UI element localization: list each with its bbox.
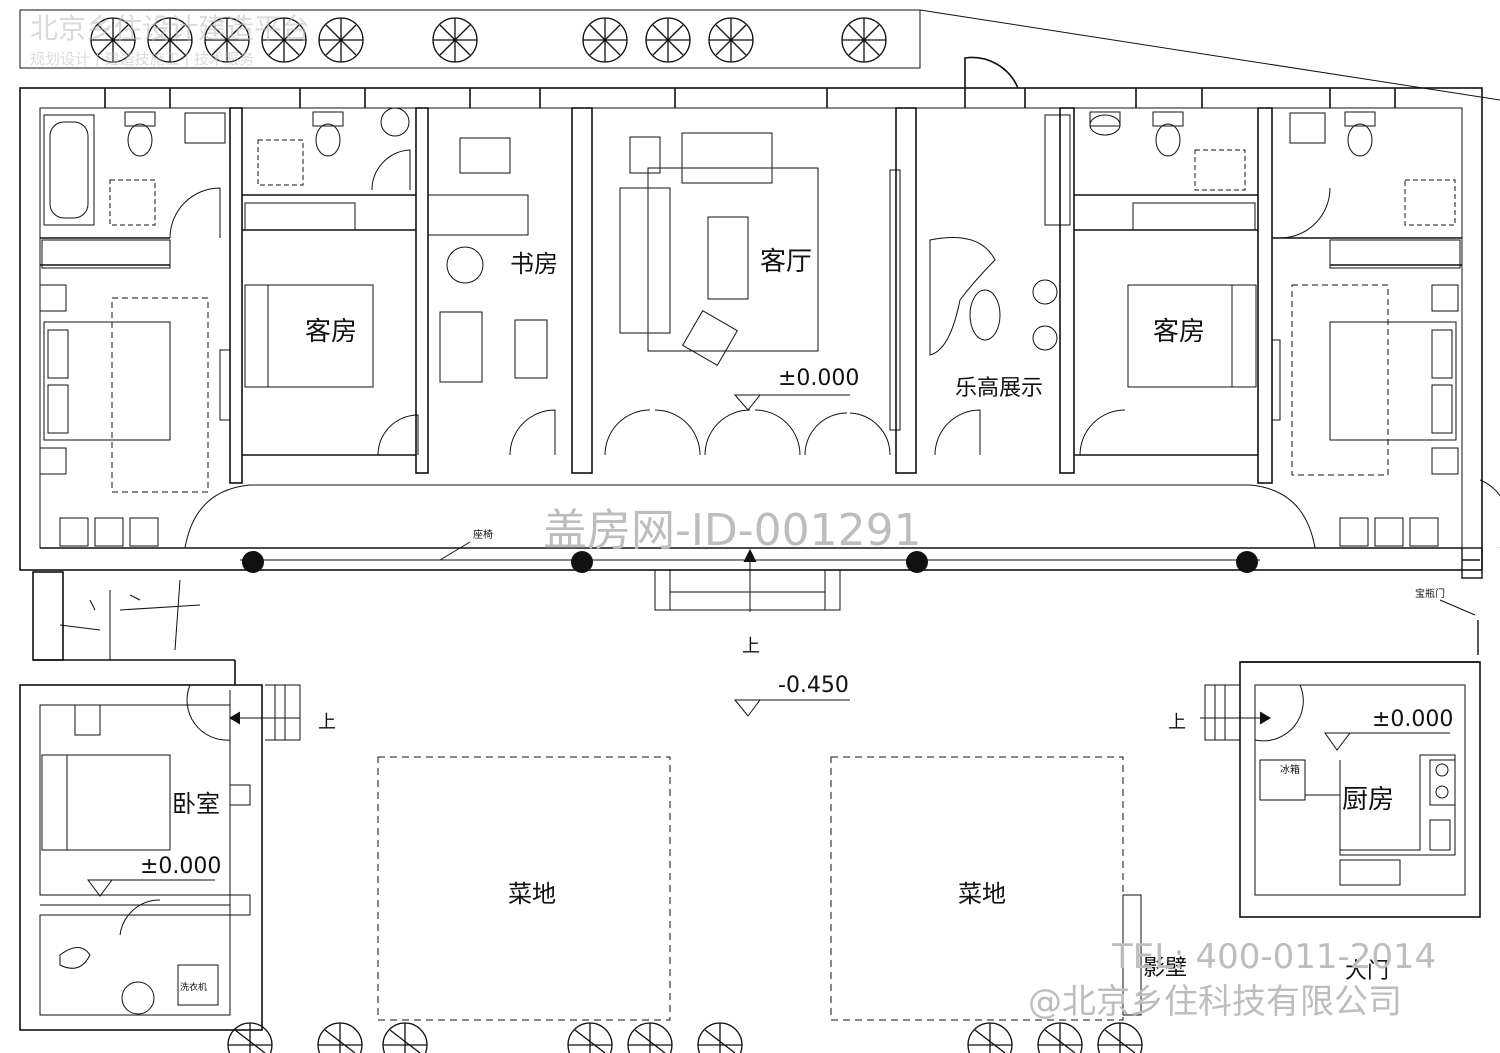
label-fridge: 冰箱 [1280, 763, 1300, 776]
room-label-kitchen: 厨房 [1342, 785, 1394, 815]
garden-plot-left [377, 756, 671, 1021]
walls [19, 56, 1483, 611]
room-label-garden-east: 菜地 [958, 880, 1006, 908]
garden-plot-right [830, 756, 1124, 1021]
squat-toilet-icon [59, 947, 91, 969]
side-table-icon [629, 136, 661, 174]
toilet-icon [312, 111, 344, 157]
tree-icon [382, 1022, 428, 1053]
sofa-icon [439, 311, 483, 383]
bed-icon [41, 754, 171, 851]
room-label-guest-west: 客房 [305, 317, 357, 347]
furniture [39, 107, 1461, 547]
tree-icon [967, 1022, 1013, 1053]
sofa-icon [681, 132, 773, 184]
column-2 [571, 551, 593, 573]
column-3 [906, 551, 928, 573]
tree-icon [261, 17, 307, 63]
watermark-company: @北京乡住科技有限公司 [1028, 982, 1402, 1022]
sink-icon [1289, 112, 1326, 144]
label-washer: 洗衣机 [180, 981, 207, 993]
tree-icon [318, 17, 364, 63]
stove-icon [1429, 759, 1456, 806]
room-label-bedroom: 卧室 [172, 790, 220, 818]
bathtub-icon [43, 114, 95, 226]
tree-icon [432, 17, 478, 63]
tree-icon [567, 1022, 613, 1053]
east-wing [1204, 661, 1481, 918]
armchair-icon [681, 309, 739, 367]
label-main-gate: 大门 [1345, 959, 1389, 984]
fridge-icon [1259, 759, 1306, 801]
chair-icon [74, 704, 101, 736]
tree-icon [1097, 1022, 1143, 1053]
toilet-icon [124, 111, 156, 157]
washer-icon [177, 964, 219, 1006]
toilet-icon [1344, 111, 1376, 157]
tree-icon [317, 1022, 363, 1053]
label-up-east: 上 [1168, 712, 1186, 733]
column-4 [1236, 551, 1258, 573]
screen-wall-shape [1122, 894, 1142, 1016]
tree-icon [645, 17, 691, 63]
tree-icon [204, 17, 250, 63]
level-kitchen: ±0.000 [1372, 707, 1453, 732]
room-label-garden-west: 菜地 [508, 880, 556, 908]
bed-icon [244, 284, 374, 388]
tree-icon [582, 17, 628, 63]
label-vase-door: 宝瓶门 [1415, 587, 1445, 600]
site-boundary-line [919, 9, 1500, 101]
tree-icon [90, 17, 136, 63]
room-label-lego: 乐高展示 [955, 376, 1043, 401]
tree-icon [708, 17, 754, 63]
level-living: ±0.000 [778, 366, 859, 391]
east-gate [1461, 479, 1500, 655]
sink-icon [380, 107, 410, 137]
column-1 [242, 551, 264, 573]
tree-row-bottom [227, 1022, 1143, 1053]
tree-icon [697, 1022, 743, 1053]
columns [242, 551, 1258, 573]
tree-row-top [19, 9, 921, 69]
level-courtyard: -0.450 [778, 673, 849, 698]
label-bench: 座椅 [473, 528, 493, 541]
sink-icon [1339, 859, 1401, 886]
bed-icon [1127, 284, 1257, 388]
chair-icon [446, 246, 484, 284]
level-bedroom: ±0.000 [140, 854, 221, 879]
south-bedroom-furniture [41, 704, 219, 1015]
annotations [87, 394, 1476, 897]
sofa-icon [619, 187, 671, 334]
tree-icon [841, 17, 887, 63]
room-label-study: 书房 [510, 250, 558, 278]
bed-icon [43, 321, 171, 441]
watermark-brand: 北京乡住设计建造平台 [30, 12, 310, 45]
tree-icon [147, 17, 193, 63]
west-wing [19, 571, 301, 1031]
tree-icon [1037, 1022, 1083, 1053]
room-label-guest-east: 客房 [1153, 317, 1205, 347]
chair-icon [459, 137, 511, 174]
tree-icon [227, 1022, 273, 1053]
sink-icon [184, 112, 226, 144]
room-label-living: 客厅 [760, 247, 812, 277]
tree-icon [627, 1022, 673, 1053]
doors [169, 149, 1331, 456]
bed-icon [1329, 321, 1457, 441]
toilet-icon [1152, 111, 1184, 157]
watermark-id: 盖房网-ID-001291 [543, 505, 922, 556]
toilet-icon [1089, 111, 1121, 136]
toilet-icon [121, 981, 155, 1015]
watermark-services: 规划设计 | 建造技施工 | 技术服务 [30, 50, 254, 68]
watermark-phone: TEL: 400-011-2014 [1111, 937, 1436, 977]
label-up-center: 上 [742, 636, 760, 657]
coffee-table-icon [707, 216, 749, 300]
rock-garden [59, 579, 201, 660]
label-up-west: 上 [318, 712, 336, 733]
vegetable-plots [377, 756, 1124, 1021]
label-screen-wall: 影壁 [1143, 956, 1187, 981]
